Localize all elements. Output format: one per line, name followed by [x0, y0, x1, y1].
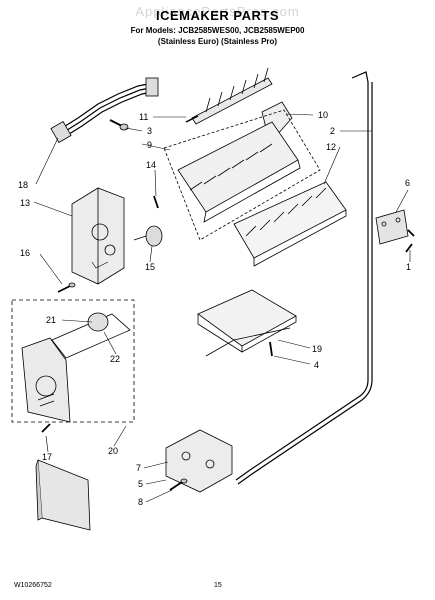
callout-12: 12: [326, 142, 336, 152]
mold-assembly-part: [163, 109, 321, 241]
models-line: For Models: JCB2585WES00, JCB2585WEP00: [130, 26, 305, 35]
screw-part-16: [57, 282, 76, 293]
cover-part: [233, 181, 347, 267]
motor-part: [133, 225, 163, 247]
ejector-part: [185, 67, 273, 125]
module-part: [21, 337, 71, 423]
watermark-text: AppliancePartsPros.com: [135, 4, 300, 19]
callout-10: 10: [318, 110, 328, 120]
screw-part-17: [41, 423, 51, 433]
callout-6: 6: [405, 178, 410, 188]
callout-17: 17: [42, 452, 52, 462]
callout-14: 14: [146, 160, 156, 170]
callout-13: 13: [20, 198, 30, 208]
callout-5: 5: [138, 479, 143, 489]
callout-22: 22: [110, 354, 120, 364]
callout-4: 4: [314, 360, 319, 370]
screw-part-14: [153, 195, 159, 209]
page-number: 15: [214, 582, 222, 589]
callout-15: 15: [145, 262, 155, 272]
wire-harness-part: [50, 77, 159, 143]
doc-number: W10266752: [14, 582, 52, 589]
motor-housing-part: [71, 187, 125, 285]
screw-part-1: [405, 243, 413, 253]
callout-19: 19: [312, 344, 322, 354]
callout-2: 2: [330, 126, 335, 136]
callout-7: 7: [136, 463, 141, 473]
page-title: ICEMAKER PARTS: [155, 8, 280, 23]
callout-3: 3: [147, 126, 152, 136]
callout-18: 18: [18, 180, 28, 190]
callout-1: 1: [406, 262, 411, 272]
callout-11: 11: [139, 112, 148, 122]
screw-part-4: [269, 341, 273, 357]
screw-part-8: [169, 478, 188, 491]
water-valve-part: [165, 429, 233, 493]
callout-21: 21: [46, 315, 56, 325]
callout-16: 16: [20, 248, 30, 258]
variants-line: (Stainless Euro) (Stainless Pro): [157, 37, 278, 46]
bracket-part: [375, 209, 415, 245]
shelf-part: [197, 289, 297, 357]
callout-20: 20: [108, 446, 118, 456]
callout-9: 9: [147, 140, 152, 150]
front-cover-part: [35, 459, 91, 531]
callout-8: 8: [138, 497, 143, 507]
fill-tube-part: [235, 71, 373, 485]
service-kit-box: [11, 299, 135, 423]
screw-part-3: [109, 119, 129, 131]
